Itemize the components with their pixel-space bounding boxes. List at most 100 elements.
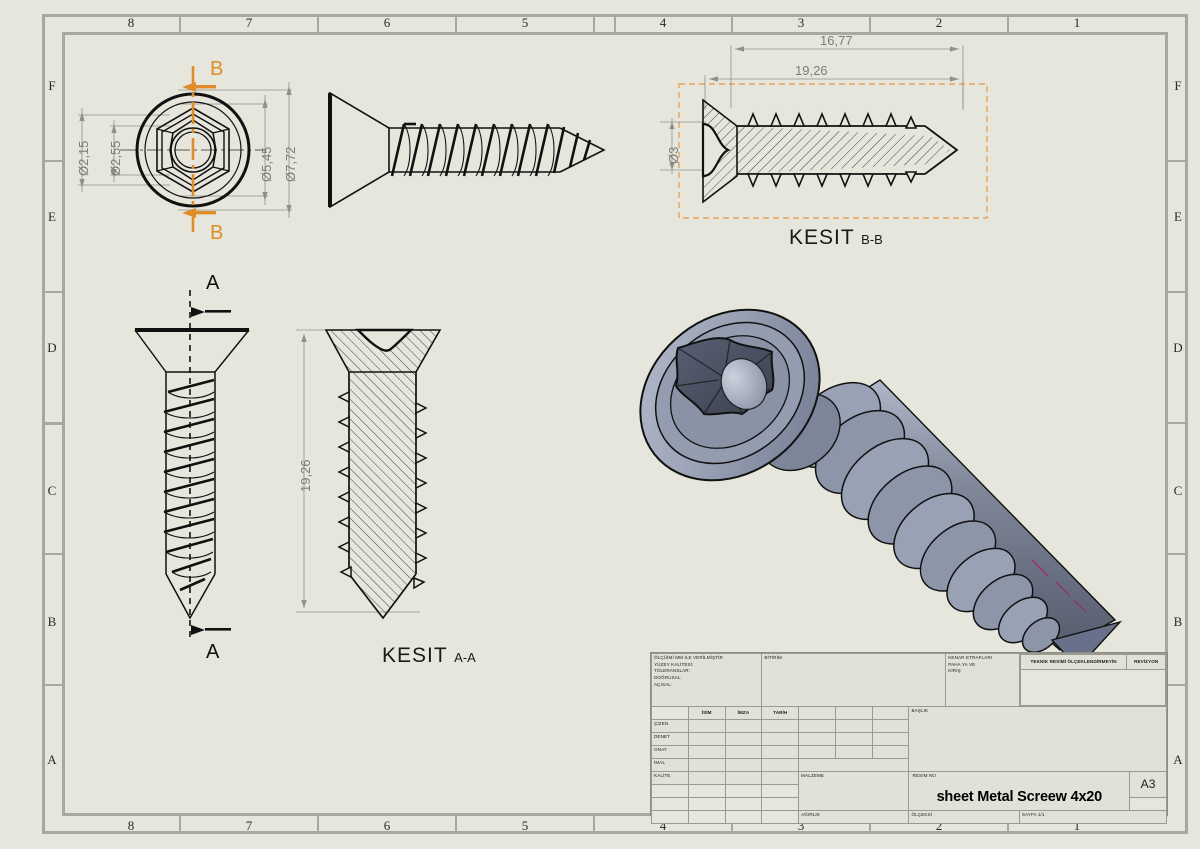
dim-1926-aa: 19,26 bbox=[298, 459, 313, 492]
tb-pad-b3 bbox=[724, 797, 763, 811]
tb-drawingno-cell: RESİM NO sheet Metal Screew 4x20 bbox=[908, 771, 1131, 811]
tb-pad-c4 bbox=[761, 810, 800, 824]
tb-pad-b2 bbox=[687, 797, 726, 811]
dim-d255: Ø2,55 bbox=[108, 140, 123, 176]
tb-col-name: İSİM bbox=[687, 706, 726, 720]
tb-row-onay-x1 bbox=[798, 745, 836, 759]
sheet-frame-inner bbox=[62, 32, 1168, 816]
title-block: ÖLÇÜİMİ MM İLE VERİLMİŞTİR YÜZEY KALİTES… bbox=[650, 652, 1168, 824]
tb-tolerance-note: ÖLÇÜİMİ MM İLE VERİLMİŞTİR YÜZEY KALİTES… bbox=[650, 653, 763, 707]
zone-col-3-bottom: 3 bbox=[797, 818, 805, 833]
zone-col-3-top: 3 bbox=[797, 15, 805, 30]
tb-row-cizen-x2 bbox=[834, 719, 873, 733]
zone-row-F-left: F bbox=[48, 78, 56, 93]
zone-col-6-top: 6 bbox=[383, 15, 391, 30]
tb-noscale-cell: TEKNİK RESİMİ ÖLÇEKLENDİRMEYİN REVİZYON bbox=[1018, 653, 1168, 707]
tb-row-cizen-label: ÇİZEN bbox=[651, 719, 689, 733]
zone-col-8-top: 8 bbox=[127, 15, 135, 30]
section-bb-label-sub: B-B bbox=[861, 232, 883, 247]
zone-col-8-bottom: 8 bbox=[127, 818, 135, 833]
tb-row-onay-name bbox=[687, 745, 726, 759]
tb-pad-b4 bbox=[761, 797, 800, 811]
tb-row-onay-x3 bbox=[871, 745, 910, 759]
tb-row-denet-x1 bbox=[798, 732, 836, 746]
tb-row-imal-date bbox=[761, 758, 800, 772]
tb-weight: AĞIRLIK bbox=[798, 810, 910, 824]
screw-side-view bbox=[328, 91, 606, 209]
tb-row-cizen-x1 bbox=[798, 719, 836, 733]
tb-row-denet-label: DENET bbox=[651, 732, 689, 746]
zone-col-4-bottom: 4 bbox=[659, 818, 667, 833]
zone-row-F-right: F bbox=[1174, 78, 1182, 93]
tb-sheetno: SAYFA 1/1 bbox=[1018, 810, 1168, 824]
section-letter-a-bottom: A bbox=[206, 641, 220, 663]
tb-pad-b1 bbox=[651, 797, 689, 811]
section-arrow-b-bottom bbox=[182, 208, 216, 218]
section-aa-label-main: KESIT bbox=[382, 644, 448, 667]
tb-rowhdr-blank bbox=[651, 706, 689, 720]
tb-row-cizen-sign bbox=[724, 719, 763, 733]
tb-sheet-size: A3 bbox=[1129, 771, 1167, 798]
tb-title-field: BAŞLIK bbox=[908, 706, 1167, 772]
tb-row-onay-x2 bbox=[834, 745, 873, 759]
tb-pad-a2 bbox=[687, 784, 726, 798]
zone-col-2-bottom: 2 bbox=[935, 818, 943, 833]
tb-sp1 bbox=[798, 706, 836, 720]
tb-pad-a4 bbox=[761, 784, 800, 798]
section-arrow-a-bottom bbox=[191, 625, 231, 635]
tb-row-onay-label: ONAY bbox=[651, 745, 689, 759]
zone-row-D-right: D bbox=[1173, 340, 1183, 355]
section-letter-a-top: A bbox=[206, 272, 220, 294]
zone-col-7-top: 7 bbox=[245, 15, 253, 30]
tb-row-cizen-date bbox=[761, 719, 800, 733]
head-top-view bbox=[78, 66, 292, 234]
dim-1677: 16,77 bbox=[820, 33, 853, 48]
zone-col-5-top: 5 bbox=[521, 15, 529, 30]
zone-row-B-left: B bbox=[47, 614, 57, 629]
tb-row-imal-x bbox=[798, 758, 910, 772]
section-letter-b-bottom: B bbox=[210, 222, 224, 244]
tb-row-kalite-date bbox=[761, 771, 800, 785]
tb-debur: KENAR ETRAFLARI PAHA YA VE KİRİŞ bbox=[945, 653, 1020, 707]
zone-col-4-top: 4 bbox=[659, 15, 667, 30]
tb-row-kalite-sign bbox=[724, 771, 763, 785]
tb-pad-c2 bbox=[687, 810, 726, 824]
tb-pad-b5 bbox=[1129, 797, 1167, 811]
tb-revision: REVİZYON bbox=[1126, 654, 1166, 670]
dim-1926-bb: 19,26 bbox=[795, 63, 828, 78]
tb-scale: ÖLÇEKSİ bbox=[908, 810, 1020, 824]
zone-col-1-top: 1 bbox=[1073, 15, 1081, 30]
tb-sp3 bbox=[871, 706, 910, 720]
tb-col-date: TARİH bbox=[761, 706, 800, 720]
zone-col-7-bottom: 7 bbox=[245, 818, 253, 833]
tb-sp2 bbox=[834, 706, 873, 720]
screw-isometric-3d-model bbox=[639, 308, 1123, 670]
section-aa-view bbox=[296, 328, 442, 620]
tb-row-imal-label: İMAL bbox=[651, 758, 689, 772]
tb-noscale: TEKNİK RESİMİ ÖLÇEKLENDİRMEYİN bbox=[1020, 654, 1128, 670]
tb-row-kalite-label: KALİTE bbox=[651, 771, 689, 785]
section-arrow-b-top bbox=[182, 82, 216, 92]
tb-row-onay-sign bbox=[724, 745, 763, 759]
tb-pad-a3 bbox=[724, 784, 763, 798]
dim-d215: Ø2,15 bbox=[76, 140, 91, 176]
zone-col-1-bottom: 1 bbox=[1073, 818, 1081, 833]
section-arrow-a-top bbox=[191, 307, 231, 317]
section-bb-view bbox=[660, 45, 988, 219]
zone-row-E-left: E bbox=[48, 209, 56, 224]
zone-col-2-top: 2 bbox=[935, 15, 943, 30]
dim-d3: Ø3 bbox=[666, 146, 681, 164]
tb-row-denet-name bbox=[687, 732, 726, 746]
tb-col-signature: İMZA bbox=[724, 706, 763, 720]
section-letter-b-top: B bbox=[210, 58, 224, 80]
tb-row-onay-date bbox=[761, 745, 800, 759]
zone-row-C-left: C bbox=[47, 483, 57, 498]
section-bb-label-main: KESIT bbox=[789, 226, 855, 249]
tb-row-cizen-name bbox=[687, 719, 726, 733]
tb-row-imal-name bbox=[687, 758, 726, 772]
tb-row-denet-x2 bbox=[834, 732, 873, 746]
dim-d772: Ø7,72 bbox=[283, 146, 298, 182]
zone-row-C-right: C bbox=[1173, 483, 1183, 498]
tb-material: MALZEME bbox=[798, 771, 910, 811]
